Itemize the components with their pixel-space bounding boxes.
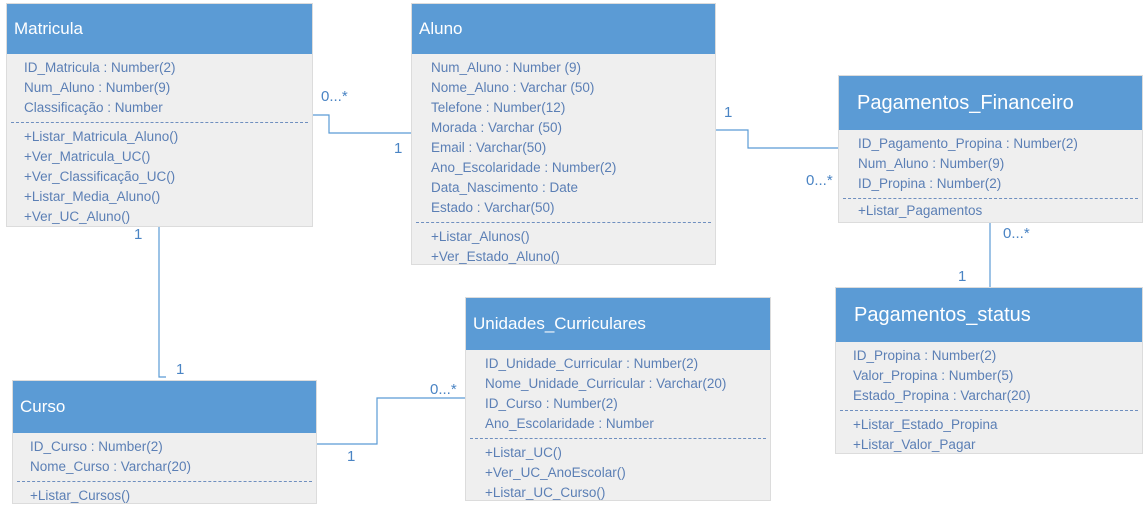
multiplicity-pagamentos-status-one: 1 [958, 268, 967, 285]
multiplicity-curso-unidades-many: 0...* [430, 381, 457, 398]
connector-curso-unidades [317, 397, 465, 445]
class-curso-attributes: ID_Curso : Number(2) Nome_Curso : Varcha… [13, 433, 316, 481]
method-row: +Ver_Matricula_UC() [24, 149, 151, 164]
attribute-row: Ano_Escolaridade : Number(2) [431, 160, 617, 175]
attribute-row: Num_Aluno : Number(9) [858, 156, 1005, 171]
method-row: +Listar_Estado_Propina [853, 417, 998, 432]
class-pagamentos-financeiro-title: Pagamentos_Financeiro [839, 76, 1142, 130]
attribute-row: ID_Pagamento_Propina : Number(2) [858, 136, 1078, 151]
method-row: +Ver_UC_Aluno() [24, 209, 131, 224]
class-pagamentos-financeiro-methods: +Listar_Pagamentos [839, 199, 1142, 225]
section-divider [840, 410, 1138, 411]
class-unidades-curriculares[interactable]: Unidades_Curriculares ID_Unidade_Curricu… [465, 297, 771, 501]
attribute-row: Ano_Escolaridade : Number [485, 416, 654, 431]
method-row: +Listar_Cursos() [30, 488, 131, 503]
attribute-row: Num_Aluno : Number(9) [24, 80, 171, 95]
class-curso-title: Curso [13, 381, 316, 433]
class-pagamentos-financeiro-attributes: ID_Pagamento_Propina : Number(2) Num_Alu… [839, 130, 1142, 198]
method-row: +Ver_Classificação_UC() [24, 169, 176, 184]
method-row: +Listar_Pagamentos [858, 203, 983, 218]
attribute-row: Num_Aluno : Number (9) [431, 60, 582, 75]
class-unidades-curriculares-methods: +Listar_UC() +Ver_UC_AnoEscolar() +Lista… [466, 439, 770, 507]
section-divider [11, 122, 308, 123]
class-matricula-attributes: ID_Matricula : Number(2) Num_Aluno : Num… [7, 54, 312, 122]
class-matricula-title: Matricula [7, 4, 312, 54]
section-divider [470, 438, 766, 439]
attribute-row: Nome_Curso : Varchar(20) [30, 459, 192, 474]
attribute-row: Telefone : Number(12) [431, 100, 566, 115]
section-divider [843, 198, 1138, 199]
multiplicity-matricula-aluno-many: 0...* [321, 88, 348, 105]
section-divider [416, 222, 711, 223]
method-row: +Listar_Media_Aluno() [24, 189, 161, 204]
class-unidades-curriculares-attributes: ID_Unidade_Curricular : Number(2) Nome_U… [466, 350, 770, 438]
connector-matricula-aluno [313, 114, 411, 134]
attribute-row: Nome_Aluno : Varchar (50) [431, 80, 595, 95]
class-curso-methods: +Listar_Cursos() [13, 482, 316, 510]
attribute-row: Data_Nascimento : Date [431, 180, 579, 195]
connector-matricula-curso [158, 227, 166, 378]
class-aluno-attributes: Num_Aluno : Number (9) Nome_Aluno : Varc… [412, 54, 715, 222]
class-pagamentos-status-attributes: ID_Propina : Number(2) Valor_Propina : N… [836, 342, 1142, 410]
section-divider [17, 481, 312, 482]
multiplicity-matricula-curso-bottom: 1 [176, 361, 185, 378]
attribute-row: Valor_Propina : Number(5) [853, 368, 1014, 383]
attribute-row: Email : Varchar(50) [431, 140, 547, 155]
attribute-row: Estado_Propina : Varchar(20) [853, 388, 1031, 403]
attribute-row: Estado : Varchar(50) [431, 200, 555, 215]
class-matricula-methods: +Listar_Matricula_Aluno() +Ver_Matricula… [7, 123, 312, 231]
connector-aluno-pagamentos-financeiro [716, 129, 838, 149]
class-pagamentos-status[interactable]: Pagamentos_status ID_Propina : Number(2)… [835, 287, 1143, 454]
class-curso[interactable]: Curso ID_Curso : Number(2) Nome_Curso : … [12, 380, 317, 504]
method-row: +Listar_UC() [485, 445, 562, 460]
multiplicity-matricula-aluno-one: 1 [394, 140, 403, 157]
class-pagamentos-status-methods: +Listar_Estado_Propina +Listar_Valor_Pag… [836, 411, 1142, 459]
multiplicity-aluno-pagamentos-many: 0...* [806, 172, 833, 189]
method-row: +Ver_Estado_Aluno() [431, 249, 560, 264]
multiplicity-curso-unidades-one: 1 [347, 448, 356, 465]
attribute-row: ID_Matricula : Number(2) [24, 60, 176, 75]
method-row: +Listar_Valor_Pagar [853, 437, 976, 452]
method-row: +Listar_Matricula_Aluno() [24, 129, 179, 144]
multiplicity-matricula-curso-top: 1 [134, 226, 143, 243]
attribute-row: ID_Propina : Number(2) [858, 176, 1002, 191]
attribute-row: ID_Curso : Number(2) [485, 396, 618, 411]
attribute-row: Classificação : Number [24, 100, 163, 115]
attribute-row: ID_Unidade_Curricular : Number(2) [485, 356, 699, 371]
method-row: +Ver_UC_AnoEscolar() [485, 465, 626, 480]
class-matricula[interactable]: Matricula ID_Matricula : Number(2) Num_A… [6, 3, 313, 227]
method-row: +Listar_UC_Curso() [485, 485, 606, 500]
class-aluno-methods: +Listar_Alunos() +Ver_Estado_Aluno() [412, 223, 715, 271]
multiplicity-aluno-pagamentos-one: 1 [724, 104, 733, 121]
attribute-row: ID_Propina : Number(2) [853, 348, 997, 363]
class-unidades-curriculares-title: Unidades_Curriculares [466, 298, 770, 350]
class-aluno-title: Aluno [412, 4, 715, 54]
method-row: +Listar_Alunos() [431, 229, 530, 244]
class-pagamentos-status-title: Pagamentos_status [836, 288, 1142, 342]
attribute-row: Nome_Unidade_Curricular : Varchar(20) [485, 376, 727, 391]
class-pagamentos-financeiro[interactable]: Pagamentos_Financeiro ID_Pagamento_Propi… [838, 75, 1143, 223]
multiplicity-pagamentos-status-many: 0...* [1003, 225, 1030, 242]
attribute-row: ID_Curso : Number(2) [30, 439, 163, 454]
class-aluno[interactable]: Aluno Num_Aluno : Number (9) Nome_Aluno … [411, 3, 716, 265]
attribute-row: Morada : Varchar (50) [431, 120, 563, 135]
